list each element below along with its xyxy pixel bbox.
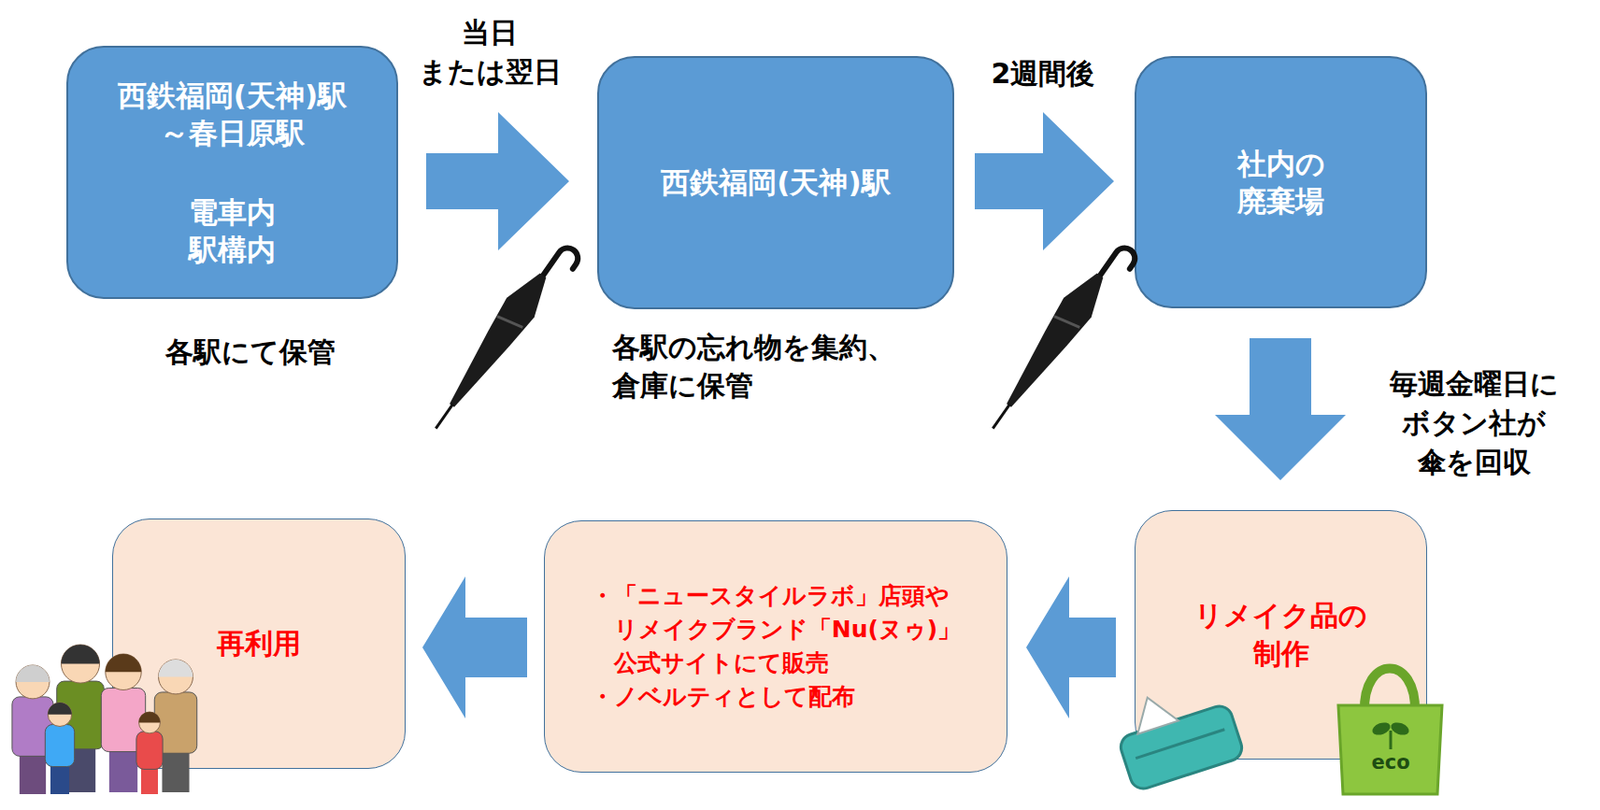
person-hair — [15, 665, 50, 683]
umbrella-body — [438, 265, 558, 415]
flow-arrow — [1026, 576, 1116, 719]
text-line: 公式サイトにて販売 — [590, 646, 962, 681]
text-line: または翌日 — [368, 52, 612, 92]
person-legs — [141, 768, 158, 795]
box-content: 再利用 — [216, 625, 301, 664]
text-line: 2週間後 — [949, 54, 1137, 94]
person-legs — [50, 765, 70, 795]
process-box: 再利用 — [112, 518, 406, 770]
umbrella-body — [995, 265, 1115, 415]
text-line: リメイクブランド「Nu(ヌゥ)」 — [590, 613, 962, 647]
node-text: 西鉄福岡(天神)駅 ～春日原駅 — [117, 76, 347, 153]
flow-arrow — [974, 112, 1115, 251]
process-box: 西鉄福岡(天神)駅各駅の忘れ物を集約、 倉庫に保管 — [597, 56, 955, 310]
person-hair — [60, 644, 100, 665]
person-figure — [57, 644, 105, 793]
node-text: 社内の 廃棄場 — [1237, 144, 1326, 221]
box-content: ・「ニュースタイルラボ」店頭や リメイクブランド「Nu(ヌゥ)」 公式サイトにて… — [590, 579, 962, 715]
flow-arrow — [422, 576, 528, 719]
edge-label: 2週間後 — [949, 54, 1137, 94]
step-caption: 各駅の忘れ物を集約、 倉庫に保管 — [612, 328, 896, 405]
umbrella-tip — [992, 403, 1010, 429]
person-legs — [65, 744, 96, 793]
text-line: ・「ニュースタイルラボ」店頭や — [590, 579, 962, 614]
umbrella-illustration — [422, 234, 583, 441]
box-content: 社内の 廃棄場 — [1237, 144, 1326, 221]
umbrella-illustration — [979, 234, 1140, 441]
process-box: 社内の 廃棄場 — [1134, 56, 1428, 309]
edge-label: 当日 または翌日 — [368, 13, 612, 92]
person-figure — [44, 702, 74, 795]
edge-label: 毎週金曜日に ボタン社が 傘を回収 — [1361, 364, 1586, 483]
box-content: 西鉄福岡(天神)駅 — [660, 163, 890, 201]
text-line: 再利用 — [216, 625, 301, 664]
umbrella-handle — [1099, 243, 1140, 289]
text-line: 廃棄場 — [1237, 182, 1326, 220]
umbrella-tip — [435, 403, 453, 429]
flow-arrow — [426, 112, 570, 251]
person-body — [57, 681, 105, 750]
node-text: 電車内 駅構内 — [188, 193, 276, 270]
person-figure — [12, 665, 54, 795]
text-line: 駅構内 — [188, 230, 276, 269]
umbrella-strap — [497, 312, 523, 333]
umbrella-handle — [542, 243, 583, 289]
text-line: リメイク品の — [1194, 597, 1368, 636]
person-head — [15, 665, 50, 700]
person-hair — [47, 702, 72, 715]
text-line: 毎週金曜日に — [1361, 364, 1586, 404]
process-box: リメイク品の 制作 — [1134, 510, 1428, 760]
box-content: リメイク品の 制作 — [1194, 597, 1368, 673]
person-legs — [19, 753, 46, 795]
node-text: リメイク品の 制作 — [1194, 597, 1368, 673]
person-body — [12, 697, 54, 757]
umbrella-strap — [1054, 312, 1080, 333]
text-line: ・ノベルティとして配布 — [590, 680, 856, 715]
text-line: 制作 — [1194, 635, 1368, 674]
text-line: 社内の — [1237, 144, 1326, 183]
node-text: ・「ニュースタイルラボ」店頭や リメイクブランド「Nu(ヌゥ)」 公式サイトにて… — [590, 579, 962, 681]
node-text: 再利用 — [216, 625, 301, 664]
text-line: 西鉄福岡(天神)駅 — [117, 76, 347, 115]
text-line: 各駅にて保管 — [165, 333, 336, 372]
text-line: 電車内 — [188, 193, 276, 231]
step-caption: 各駅にて保管 — [165, 333, 336, 372]
process-box: 西鉄福岡(天神)駅 ～春日原駅電車内 駅構内各駅にて保管 — [66, 45, 399, 300]
text-line: 各駅の忘れ物を集約、 — [612, 328, 896, 368]
process-box: ・「ニュースタイルラボ」店頭や リメイクブランド「Nu(ヌゥ)」 公式サイトにて… — [543, 520, 1008, 773]
bag-text: eco — [1371, 751, 1410, 774]
text-line: 傘を回収 — [1361, 442, 1586, 483]
text-line: 当日 — [368, 13, 612, 53]
person-head — [60, 644, 100, 684]
text-line: ～春日原駅 — [117, 114, 347, 152]
text-line: 倉庫に保管 — [612, 367, 896, 406]
flow-arrow — [1214, 338, 1346, 481]
text-line: 西鉄福岡(天神)駅 — [660, 163, 890, 201]
person-head — [47, 702, 72, 727]
node-text: 西鉄福岡(天神)駅 — [660, 163, 890, 201]
box-content: 西鉄福岡(天神)駅 ～春日原駅電車内 駅構内 — [117, 76, 347, 269]
node-text: ・ノベルティとして配布 — [590, 680, 856, 715]
person-body — [44, 724, 74, 767]
text-line: ボタン社が — [1361, 403, 1586, 443]
